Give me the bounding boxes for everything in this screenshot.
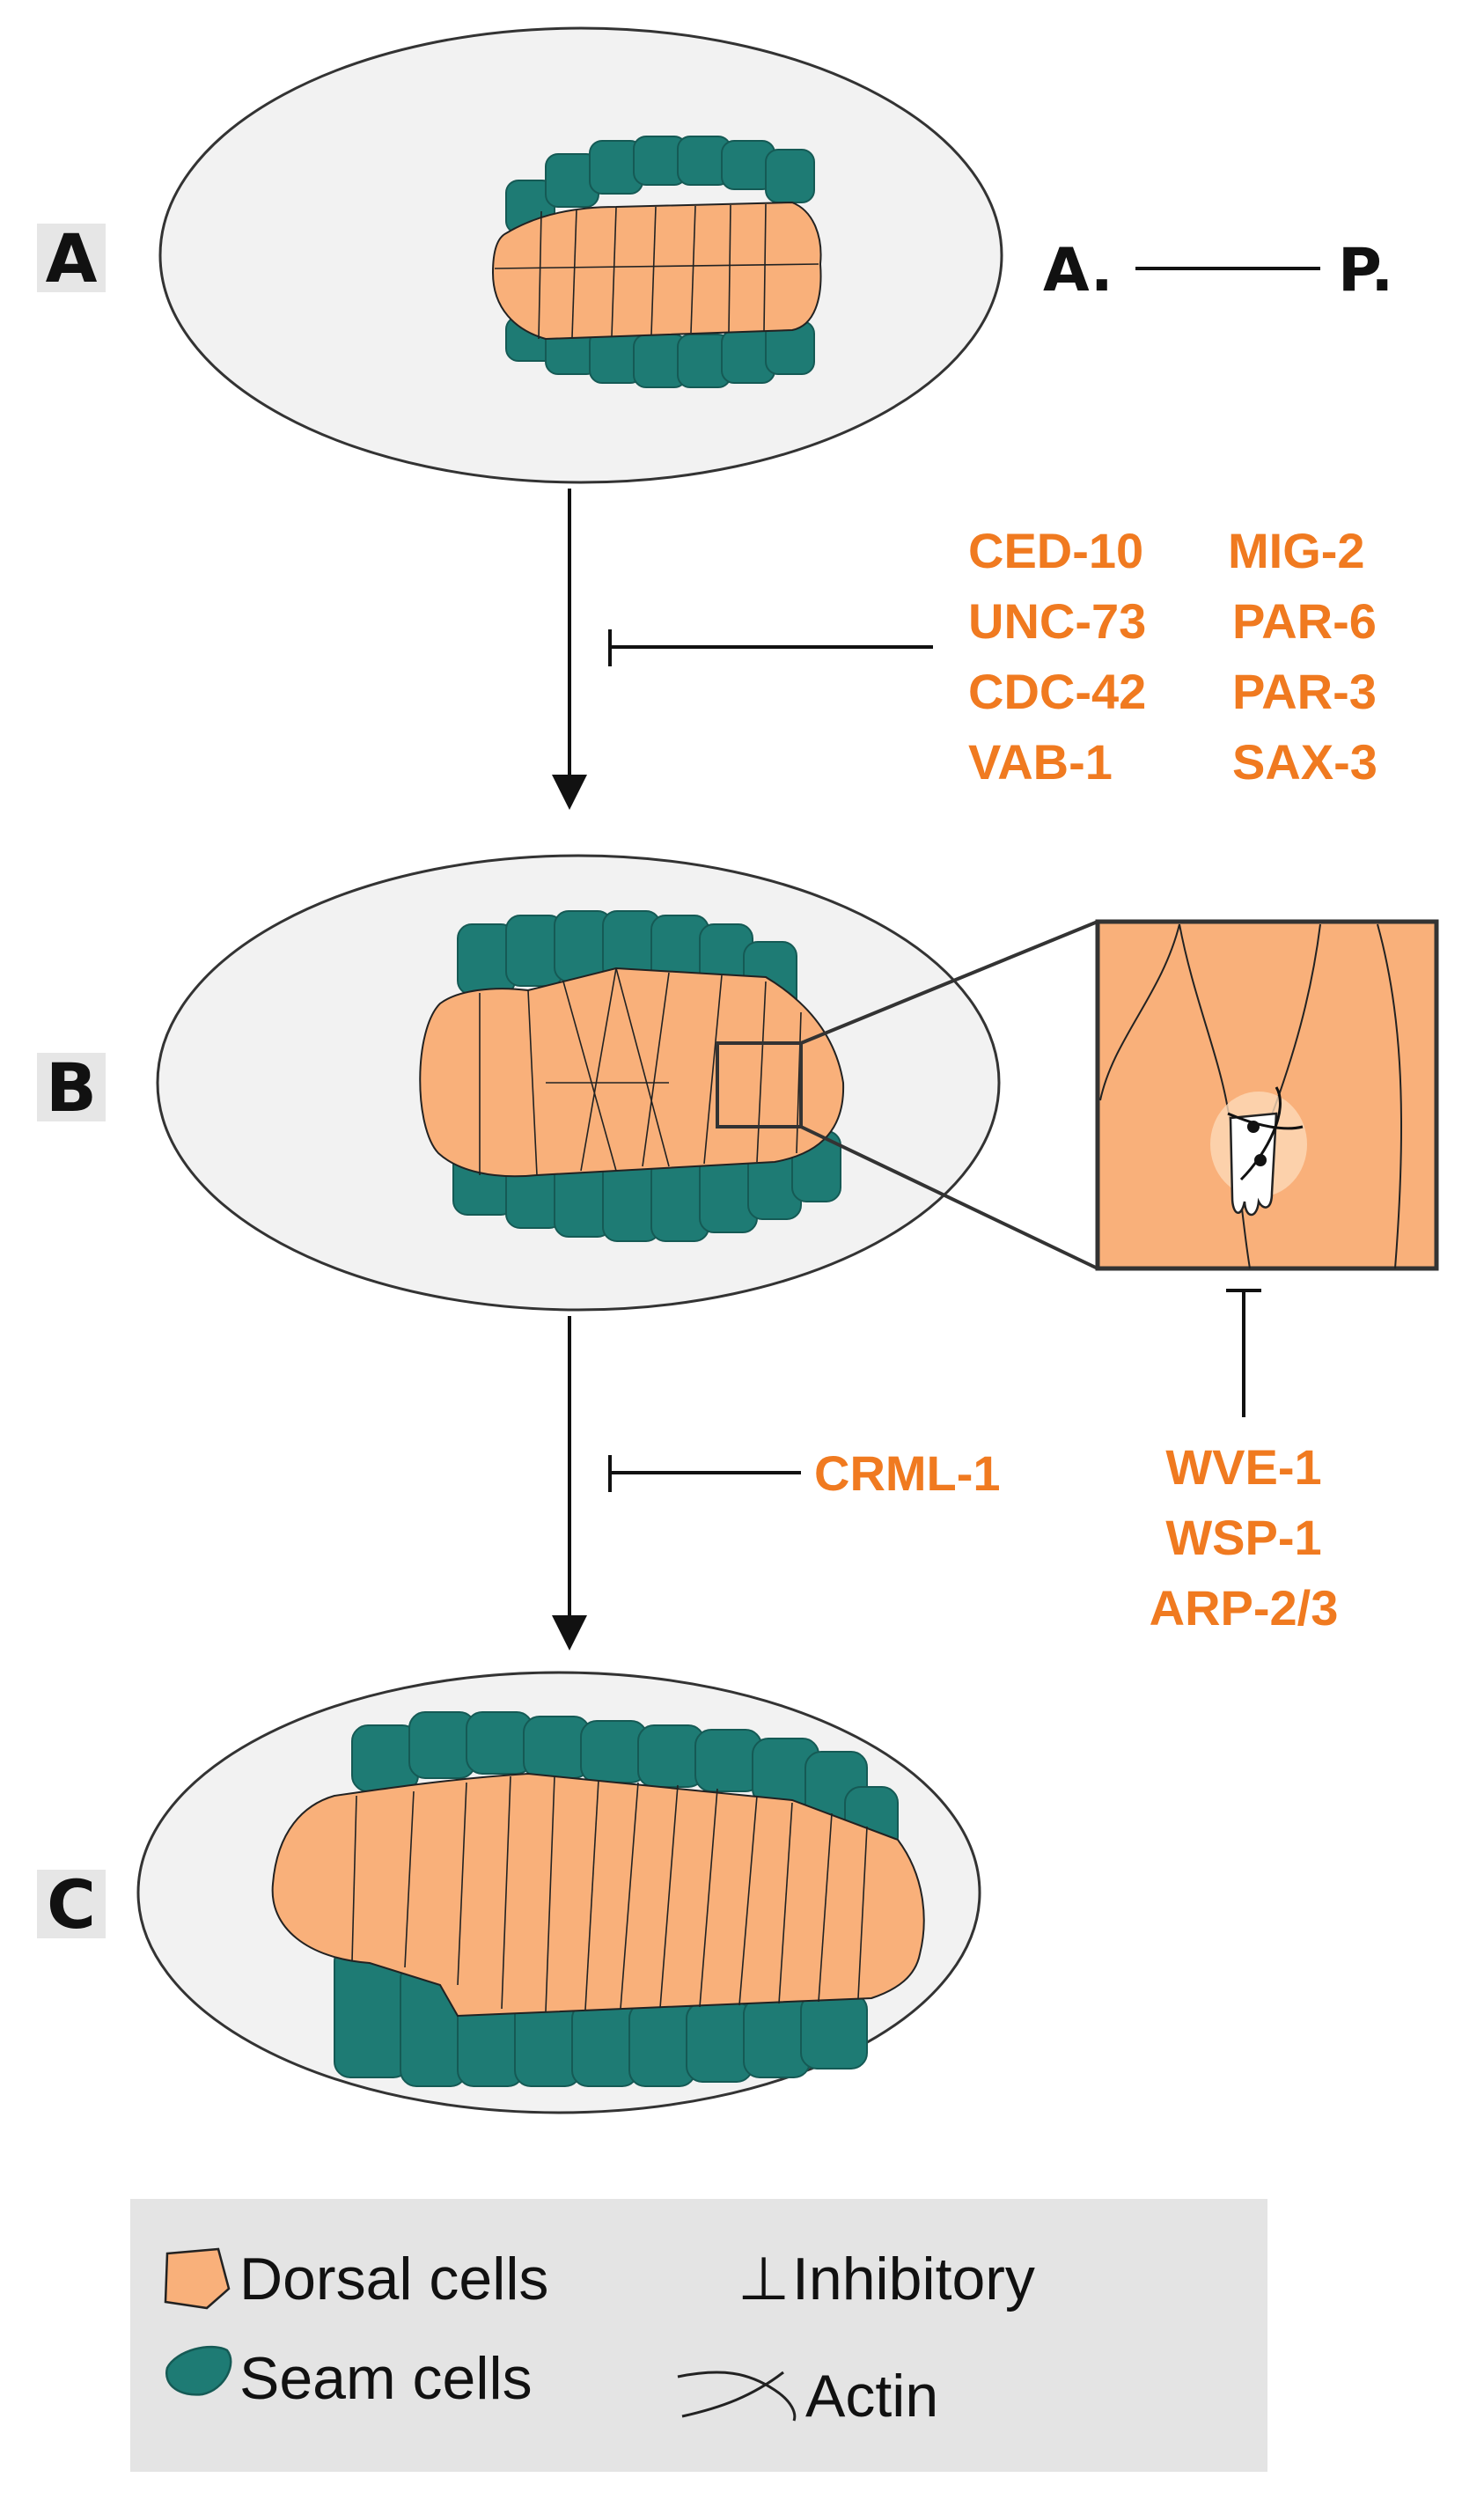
dorsal-cell-boundaries-b	[479, 967, 802, 1176]
legend-inhibitory-label: Inhibitory	[792, 2246, 1035, 2312]
dorsal-cell-boundaries-c	[351, 1775, 868, 2012]
zoom-lines	[800, 920, 1098, 1270]
legend: Dorsal cells Seam cells ⊥ Inhibitory Act…	[130, 2199, 1267, 2472]
stage-c-embryo	[136, 1671, 981, 2114]
inhibitory-symbol: ⊥	[738, 2246, 790, 2312]
inhibitor-vab-1: VAB-1	[968, 734, 1113, 790]
stage-c-label: C	[47, 1865, 96, 1944]
inhibition-bar-inset	[1226, 1289, 1261, 1417]
inhibition-bar-ab	[608, 629, 933, 666]
zoom-box	[716, 1041, 803, 1129]
seam-cells-a	[505, 136, 815, 388]
stage-c-label-bg	[37, 1870, 106, 1938]
stage-b-label: B	[46, 1048, 97, 1127]
legend-seam-label: Seam cells	[239, 2345, 533, 2412]
inhibitor-wsp-1: WSP-1	[1165, 1510, 1321, 1565]
inhibitors-ab-col1: CED-10 UNC-73 CDC-42 VAB-1	[968, 523, 1146, 790]
stage-a-label: A	[46, 219, 98, 298]
inhibition-bar-bc	[608, 1455, 801, 1492]
inhibitor-unc-73: UNC-73	[968, 593, 1146, 649]
dorsal-cell-boundaries-a	[494, 203, 819, 340]
legend-dorsal-label: Dorsal cells	[239, 2246, 548, 2312]
stage-a-embryo	[158, 26, 1003, 484]
inhibitor-arp-2-3: ARP-2/3	[1150, 1580, 1339, 1636]
inhibitor-ced-10: CED-10	[968, 523, 1143, 578]
stage-a-label-bg	[37, 224, 106, 292]
inset-inhibitors: WVE-1 WSP-1 ARP-2/3	[1150, 1439, 1339, 1636]
seam-cell-swatch	[165, 2345, 232, 2396]
actin-swatch	[677, 2371, 797, 2422]
actin-filaments	[1227, 1086, 1304, 1181]
dorsal-cells-a	[491, 201, 822, 341]
dorsal-cell-swatch	[164, 2247, 231, 2310]
legend-actin-label: Actin	[805, 2363, 938, 2430]
stage-b-label-bg	[37, 1053, 106, 1121]
inset-panel	[1095, 919, 1439, 1271]
inhibitor-crml-1: CRML-1	[814, 1445, 1001, 1501]
inhibitor-wve-1: WVE-1	[1165, 1439, 1321, 1495]
dorsal-cells-b	[419, 967, 845, 1178]
legend-background	[130, 2199, 1267, 2472]
inhibitor-mig-2: MIG-2	[1228, 523, 1365, 578]
inhibitor-sax-3: SAX-3	[1232, 734, 1377, 790]
dorsal-cells-c	[271, 1772, 925, 2018]
axis-posterior-label: P.	[1338, 236, 1393, 305]
inhibitors-ab-col2: MIG-2 PAR-6 PAR-3 SAX-3	[1228, 523, 1377, 790]
inhibitor-par-6: PAR-6	[1232, 593, 1377, 649]
axis-anterior-label: A.	[1043, 236, 1113, 305]
inhibitor-cdc-42: CDC-42	[968, 664, 1146, 719]
stage-b-embryo	[156, 854, 1001, 1312]
inhibitor-par-3: PAR-3	[1232, 664, 1377, 719]
